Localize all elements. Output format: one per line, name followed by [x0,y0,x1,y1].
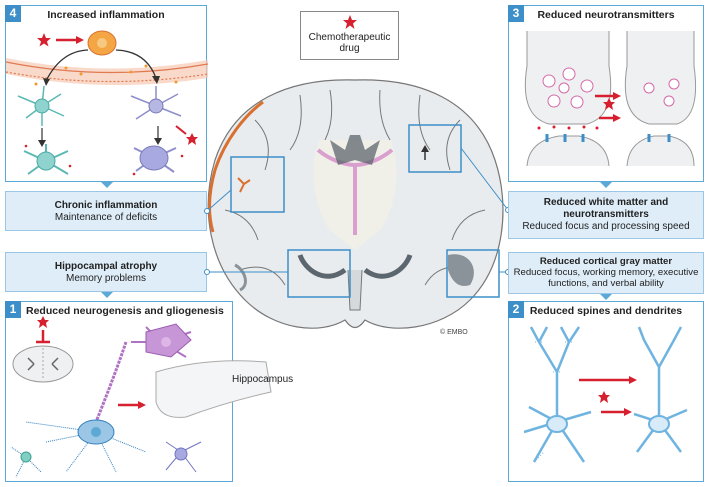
info-title: Hippocampal atrophy [54,261,158,272]
info-subtitle: Maintenance of deficits [54,212,158,223]
info-subtitle: Reduced focus, working memory, executive… [513,267,699,289]
panel-title: Reduced neurogenesis and gliogenesis [26,305,224,317]
panel-title: Increased inflammation [47,9,165,21]
panel1-caret [101,292,113,298]
legend-label: Chemotherapeutic drug [308,32,391,54]
dendrites-illustration [523,326,688,463]
panel-reduced-spines: 2 Reduced spines and dendrites [508,301,704,482]
panel-number-4: 4 [5,5,21,22]
info-chronic-inflammation: Chronic inflammation Maintenance of defi… [5,191,207,231]
info-subtitle: Reduced focus and processing speed [522,221,690,232]
panel-number-2: 2 [508,301,524,318]
neurogenesis-illustration [10,316,272,478]
synapse-illustration [524,31,697,167]
panel-reduced-neurogenesis: 1 Reduced neurogenesis and gliogenesis [5,301,272,482]
info-title: Reduced cortical gray matter [539,256,673,267]
star-drug-icon [343,15,357,29]
drug-star-icon [37,33,51,47]
copyright-text: © EMBO [440,329,468,336]
panel-title: Reduced neurotransmitters [537,9,675,21]
panel-title: Reduced spines and dendrites [529,305,683,317]
panel-number-1: 1 [5,301,21,318]
info-title: Chronic inflammation [54,200,158,211]
panel4-caret [101,182,113,188]
panel-reduced-neurotransmitters: 3 Reduced neurotransmitters [508,5,704,182]
info-reduced-gray-matter: Reduced cortical gray matter Reduced foc… [508,252,704,294]
hippocampus-label: Hippocampus [232,374,294,385]
inflammation-illustration [5,30,209,176]
legend-box: Chemotherapeutic drug [300,11,399,60]
info-title: Reduced white matter and neurotransmitte… [543,197,669,220]
panel2-caret [600,294,612,300]
panel3-caret [600,182,612,188]
panel-number-3: 3 [508,5,524,22]
panel-increased-inflammation: 4 Increased inflammation [5,5,209,182]
info-reduced-white-matter: Reduced white matter and neurotransmitte… [508,191,704,239]
info-hippocampal-atrophy: Hippocampal atrophy Memory problems [5,252,207,292]
info-subtitle: Memory problems [65,273,147,284]
